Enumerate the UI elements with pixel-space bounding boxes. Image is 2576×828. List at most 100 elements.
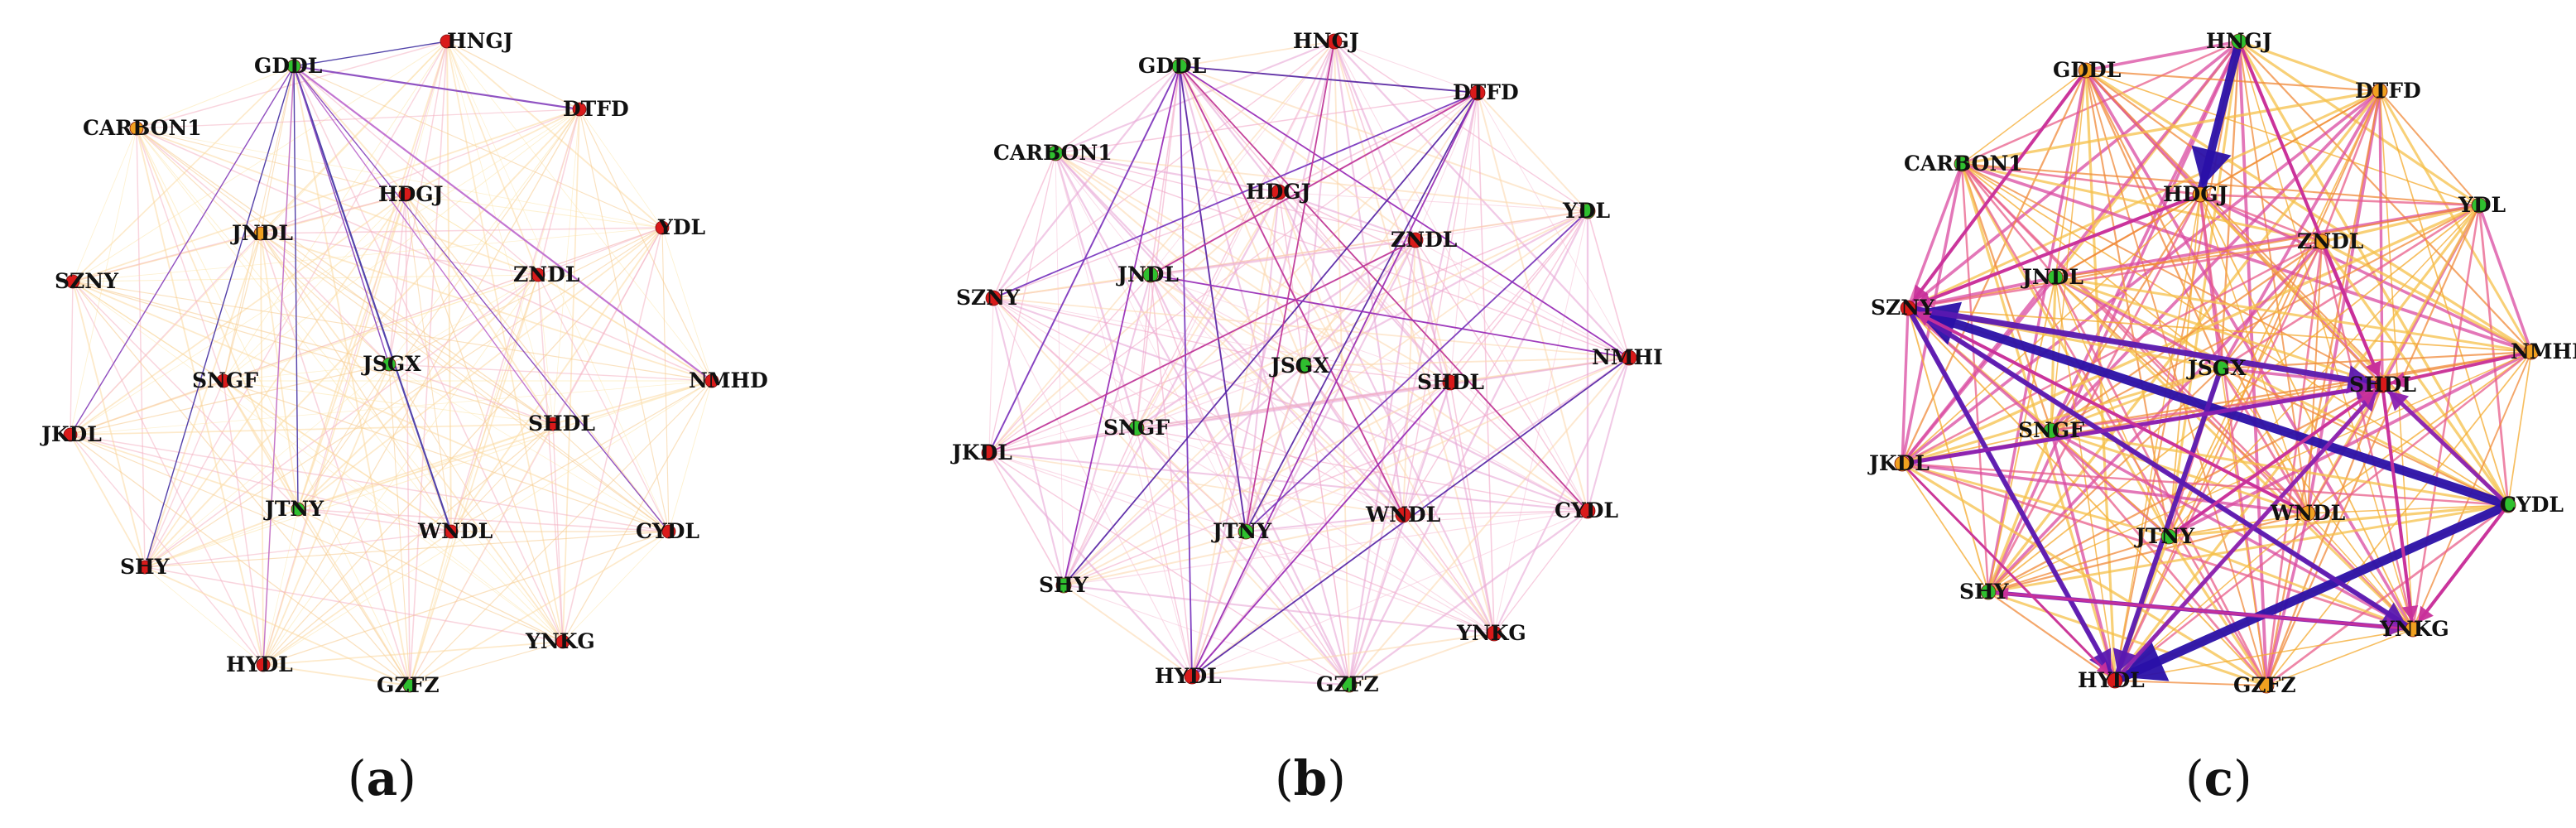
edge xyxy=(1136,427,1404,516)
edge xyxy=(537,108,580,276)
edge xyxy=(409,531,452,686)
edge-ynkg-shy xyxy=(1987,590,2415,631)
edge xyxy=(1961,70,2087,165)
caption-c-letter: c xyxy=(2204,750,2233,806)
edge xyxy=(297,274,539,510)
edge xyxy=(262,531,452,666)
edge xyxy=(2477,205,2510,506)
edge xyxy=(2320,241,2510,506)
edge xyxy=(2238,40,2381,93)
node-label-jndl: JNDL xyxy=(1116,262,1179,286)
edge xyxy=(450,227,663,532)
edge xyxy=(2307,504,2509,514)
edge xyxy=(293,65,539,276)
panel-a-nodes: HNGJGDDLDTFDCARBON1HDGJYDLJNDLZNDLSZNYSN… xyxy=(40,29,768,697)
edge xyxy=(992,152,1056,299)
edge xyxy=(1901,307,1910,465)
node-jkdl xyxy=(63,427,78,442)
node-label-shy: SHY xyxy=(1039,573,1089,597)
edge xyxy=(1303,357,1630,367)
edge xyxy=(1960,163,2170,537)
edge xyxy=(992,297,1305,367)
edge xyxy=(136,128,264,666)
edge xyxy=(388,227,663,365)
edge xyxy=(562,380,713,643)
arrowhead xyxy=(2353,379,2375,400)
edge xyxy=(552,380,713,425)
node-ydl xyxy=(655,220,670,235)
edge xyxy=(1987,503,2509,594)
edge xyxy=(450,531,564,643)
edge xyxy=(1055,152,1280,194)
edge xyxy=(1961,162,2323,243)
node-zndl xyxy=(531,267,545,282)
edge xyxy=(223,380,554,425)
edge xyxy=(2320,90,2381,243)
edge xyxy=(144,508,299,568)
edge xyxy=(2055,276,2509,507)
edge xyxy=(405,194,554,425)
edge xyxy=(1191,510,1588,677)
edge xyxy=(70,233,262,436)
edge xyxy=(297,194,406,510)
edge xyxy=(1179,65,1588,212)
node-dtfd xyxy=(572,102,587,117)
edge xyxy=(1055,152,1416,241)
node-ydl xyxy=(2471,197,2487,214)
node-szny xyxy=(985,290,1002,306)
node-label-jkdl: JKDL xyxy=(950,440,1012,465)
edge xyxy=(450,108,580,532)
edge xyxy=(1961,162,2480,207)
node-jsgx xyxy=(382,357,396,372)
node-ynkg xyxy=(1486,625,1502,642)
edge xyxy=(144,363,390,568)
edge-jsgx-hydl xyxy=(2112,366,2223,683)
edge xyxy=(661,227,713,382)
edge xyxy=(992,297,1193,677)
edge xyxy=(2085,70,2480,206)
edge xyxy=(1150,65,1180,276)
edge xyxy=(1402,357,1630,516)
node-label-ydl: YDL xyxy=(2458,193,2506,217)
node-gzfz xyxy=(402,678,417,693)
edge xyxy=(260,233,390,365)
edge xyxy=(988,41,1335,454)
edge xyxy=(136,128,262,234)
edge xyxy=(262,363,390,666)
edge xyxy=(1136,65,1180,429)
edge xyxy=(2199,194,2268,686)
edge xyxy=(2238,41,2414,630)
node-nmhd xyxy=(1621,349,1637,366)
edge xyxy=(136,65,295,129)
node-label-cydl: CYDL xyxy=(636,519,699,543)
edge-szny-hydl xyxy=(1906,306,2117,683)
edge xyxy=(388,108,580,365)
edge xyxy=(1245,357,1630,532)
edge-gddl-dtfd xyxy=(1179,65,1478,94)
edge xyxy=(2050,241,2323,431)
node-wndl xyxy=(444,524,459,539)
panel-b-network: HNGJGDDLDTFDCARBON1HDGJYDLZNDLJNDLSZNYNM… xyxy=(950,29,1663,696)
edge xyxy=(2084,70,2223,369)
node-label-nmhd: NMHD xyxy=(689,368,768,392)
node-label-shy: SHY xyxy=(120,555,171,579)
edge xyxy=(2168,503,2509,538)
node-label-gddl: GDDL xyxy=(254,54,323,78)
node-label-jkdl: JKDL xyxy=(40,422,102,446)
edge xyxy=(1149,274,1351,686)
edge xyxy=(988,452,1350,686)
edge xyxy=(223,380,564,643)
edge xyxy=(260,233,713,382)
node-label-dtfd: DTFD xyxy=(563,97,629,121)
edge xyxy=(446,41,564,643)
node-label-szny: SZNY xyxy=(956,286,1021,310)
node-label-jndl: JNDL xyxy=(2021,265,2083,289)
node-cydl xyxy=(2500,497,2516,513)
edge xyxy=(579,108,663,229)
edge xyxy=(579,108,670,532)
node-label-carbon1: CARBON1 xyxy=(83,116,202,140)
edge xyxy=(388,41,448,365)
edge xyxy=(70,434,452,532)
